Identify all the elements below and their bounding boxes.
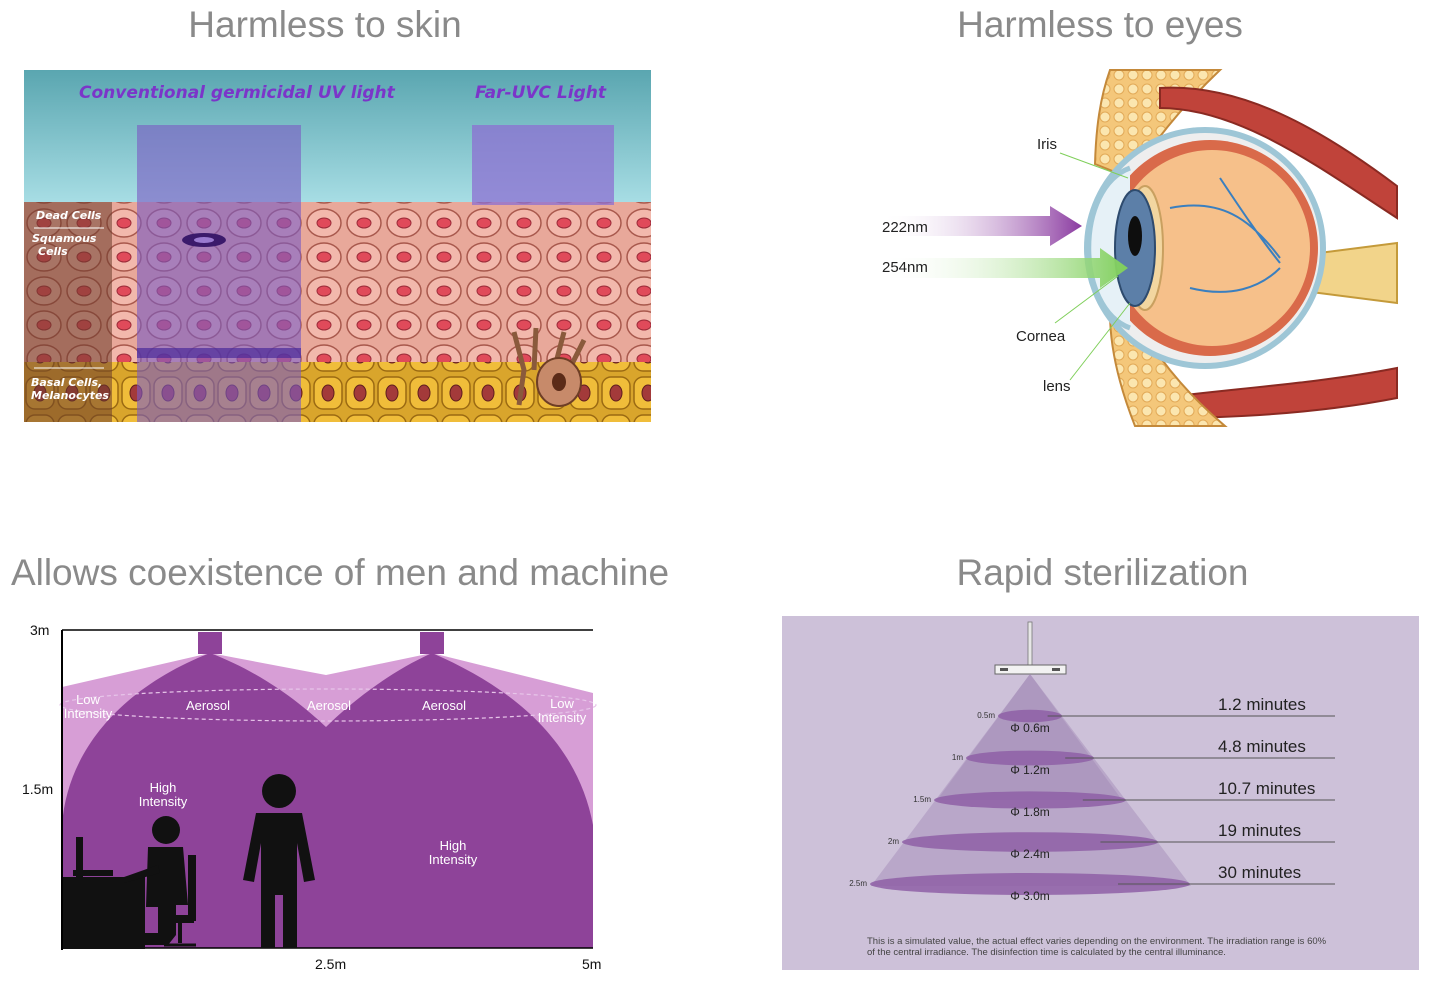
axis-label-5m: 5m xyxy=(582,956,601,972)
label-aerosol-1: Aerosol xyxy=(186,698,230,713)
label-conventional-uv: Conventional germicidal UV light xyxy=(79,83,396,103)
heading-coexistence: Allows coexistence of men and machine xyxy=(10,552,670,593)
eye-diagram: Iris 222nm 254nm Cornea lens xyxy=(880,69,1398,427)
time-label: 19 minutes xyxy=(1218,821,1301,840)
label-low-intensity-left-2: Intensity xyxy=(64,706,113,721)
diameter-label: Φ 2.4m xyxy=(1010,847,1050,861)
label-squamous: Squamous xyxy=(32,232,97,245)
note-line-1: This is a simulated value, the actual ef… xyxy=(867,936,1327,947)
time-label: 1.2 minutes xyxy=(1218,695,1306,714)
label-iris: Iris xyxy=(1037,136,1057,153)
label-low-intensity-right-2: Intensity xyxy=(538,710,587,725)
label-high-intensity-left: High xyxy=(150,780,177,795)
height-label: 2.5m xyxy=(849,879,867,888)
sterilization-diagram: 0.5m Φ 0.6m 1.2 minutes 1m Φ 1.2m 4.8 minutes… xyxy=(782,616,1419,970)
label-far-uvc: Far-UVC Light xyxy=(475,83,607,103)
coexistence-diagram: 3m 1.5m 2.5m 5m Low Intensity Low Intens… xyxy=(22,622,601,972)
heading-rapid-sterilization: Rapid sterilization xyxy=(956,552,1249,593)
heading-harmless-to-eyes: Harmless to eyes xyxy=(957,4,1243,45)
label-high-intensity-left-2: Intensity xyxy=(139,794,188,809)
label-222nm: 222nm xyxy=(882,219,928,236)
label-basal-cells: Basal Cells, xyxy=(31,376,102,389)
coverage-ellipse xyxy=(902,832,1158,852)
coverage-ellipse xyxy=(934,791,1126,809)
heading-harmless-to-skin: Harmless to skin xyxy=(188,4,462,45)
time-label: 10.7 minutes xyxy=(1218,779,1315,798)
diameter-label: Φ 3.0m xyxy=(1010,889,1050,903)
axis-label-3m: 3m xyxy=(30,622,49,638)
label-low-intensity-left: Low xyxy=(76,692,100,707)
label-254nm: 254nm xyxy=(882,259,928,276)
label-aerosol-3: Aerosol xyxy=(422,698,466,713)
label-melanocytes: Melanocytes xyxy=(31,389,109,402)
label-lens: lens xyxy=(1043,378,1071,395)
label-high-intensity-right-2: Intensity xyxy=(429,852,478,867)
diameter-label: Φ 1.2m xyxy=(1010,763,1050,777)
note-line-2: of the central irradiance. The disinfect… xyxy=(867,947,1226,958)
height-label: 1m xyxy=(952,753,963,762)
coverage-ellipse xyxy=(870,873,1190,895)
time-label: 30 minutes xyxy=(1218,863,1301,882)
label-dead-cells: Dead Cells xyxy=(36,209,102,222)
axis-label-2-5m: 2.5m xyxy=(315,956,346,972)
height-label: 1.5m xyxy=(913,795,931,804)
height-label: 0.5m xyxy=(977,711,995,720)
label-high-intensity-right: High xyxy=(440,838,467,853)
label-cornea: Cornea xyxy=(1016,328,1066,345)
diameter-label: Φ 1.8m xyxy=(1010,805,1050,819)
coverage-ellipse xyxy=(998,709,1062,723)
diameter-label: Φ 0.6m xyxy=(1010,721,1050,735)
time-label: 4.8 minutes xyxy=(1218,737,1306,756)
label-low-intensity-right: Low xyxy=(550,696,574,711)
coverage-ellipse xyxy=(966,750,1094,766)
label-squamous-cells: Cells xyxy=(38,245,68,258)
height-label: 2m xyxy=(888,837,899,846)
axis-label-1-5m: 1.5m xyxy=(22,781,53,797)
skin-diagram: Conventional germicidal UV light Far-UVC… xyxy=(24,70,651,422)
label-aerosol-2: Aerosol xyxy=(307,698,351,713)
